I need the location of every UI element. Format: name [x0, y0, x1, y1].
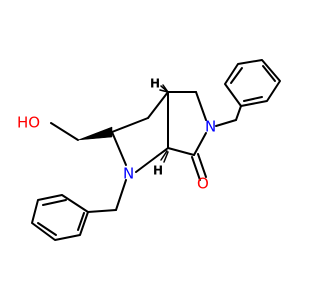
carbonyl-oxygen-label: O [197, 175, 209, 193]
hash-bond-bottom-h [156, 149, 169, 163]
phenyl-ring-top-right [224, 59, 281, 107]
phenyl-bottom-left-double-2 [37, 222, 57, 236]
bond-carbonyl-o-2 [197, 153, 207, 178]
bond-carbonyl-n2 [193, 132, 207, 156]
molecule-canvas: HO N N O H H [17, 59, 281, 241]
molecule-structure: HO N N O H H [17, 59, 281, 241]
nitrogen-1-label: N [123, 165, 134, 183]
hydroxyl-label: HO [17, 114, 40, 132]
phenyl-top-right-double-2 [262, 65, 276, 82]
bond-n2-benzyl-ch2 [215, 119, 237, 127]
bond-benzyl-ch2-ring [235, 105, 242, 121]
bond-c-ring-top [111, 117, 149, 133]
bond-ho-ch2 [50, 122, 79, 141]
bond-lower-carbonyl [167, 147, 195, 156]
stereo-h-bottom-label: H [153, 164, 163, 178]
bond-carbonyl-o-1 [191, 156, 201, 181]
phenyl-bottom-left-double-3 [77, 212, 85, 231]
bond-n1-benzyl-ch2 [115, 179, 127, 211]
hash-bond-top-h [159, 84, 169, 93]
stereo-h-top-label: H [150, 77, 160, 91]
phenyl-top-right-double-1 [230, 67, 243, 84]
bond-ring-top-junction [147, 91, 169, 119]
bond-benzyl-ch2-ring-bottom [87, 209, 117, 213]
bond-ch2-n2 [195, 91, 207, 121]
phenyl-bottom-left-double-1 [42, 199, 67, 206]
wedge-bond-ch2-c [77, 126, 113, 141]
bond-c-n1 [111, 131, 127, 166]
nitrogen-2-label: N [205, 118, 216, 136]
phenyl-ring-bottom-left [31, 194, 89, 241]
phenyl-top-right-double-3 [243, 96, 263, 102]
